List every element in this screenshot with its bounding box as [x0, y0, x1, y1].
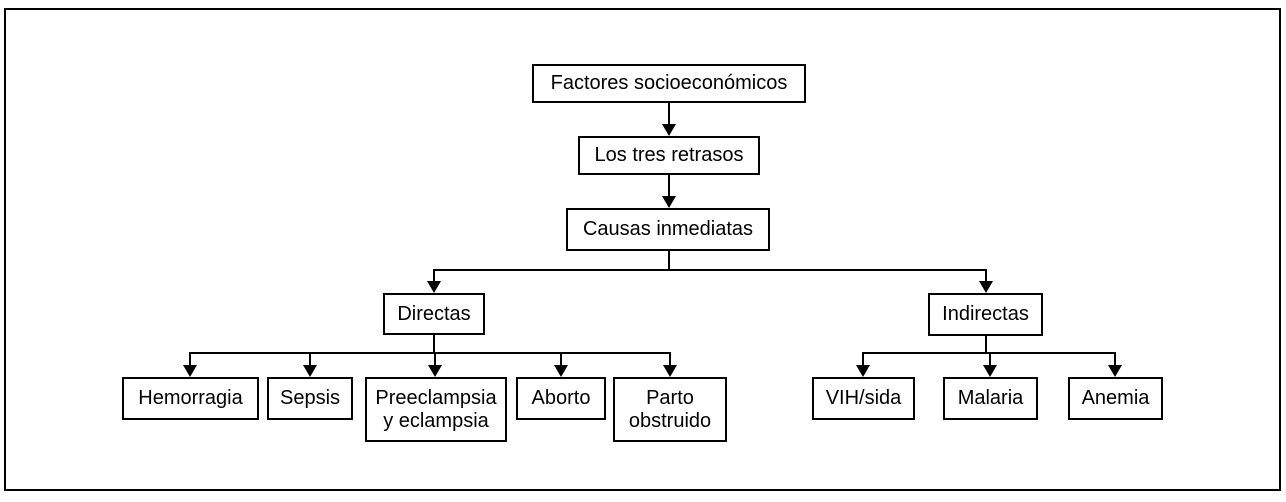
- node-label: Causas inmediatas: [582, 218, 754, 241]
- node-label: Indirectas: [942, 303, 1029, 326]
- node-label: VIH/sida: [825, 387, 902, 410]
- node-causas-inmediatas: Causas inmediatas: [566, 208, 770, 251]
- node-preeclampsia-y-eclampsia: Preeclampsia y eclampsia: [365, 377, 507, 442]
- node-label: Aborto: [531, 387, 591, 410]
- node-directas: Directas: [383, 293, 485, 335]
- node-vih-sida: VIH/sida: [812, 377, 915, 420]
- node-aborto: Aborto: [516, 377, 606, 420]
- node-label: Factores socioeconómicos: [550, 72, 788, 95]
- node-parto-obstruido: Parto obstruido: [613, 377, 727, 442]
- node-hemorragia: Hemorragia: [122, 377, 259, 420]
- node-anemia: Anemia: [1068, 377, 1163, 420]
- node-label: Los tres retrasos: [594, 144, 744, 167]
- node-label: Anemia: [1081, 387, 1150, 410]
- node-los-tres-retrasos: Los tres retrasos: [578, 136, 760, 175]
- node-sepsis: Sepsis: [267, 377, 353, 420]
- node-indirectas: Indirectas: [928, 293, 1043, 336]
- node-label: Parto obstruido: [628, 387, 712, 432]
- node-label: Hemorragia: [138, 387, 243, 410]
- node-factores-socioeconomicos: Factores socioeconómicos: [532, 64, 806, 103]
- node-label: Sepsis: [279, 387, 341, 410]
- node-label: Directas: [397, 302, 471, 325]
- node-label: Malaria: [957, 387, 1024, 410]
- node-malaria: Malaria: [943, 377, 1038, 420]
- node-label: Preeclampsia y eclampsia: [375, 387, 497, 432]
